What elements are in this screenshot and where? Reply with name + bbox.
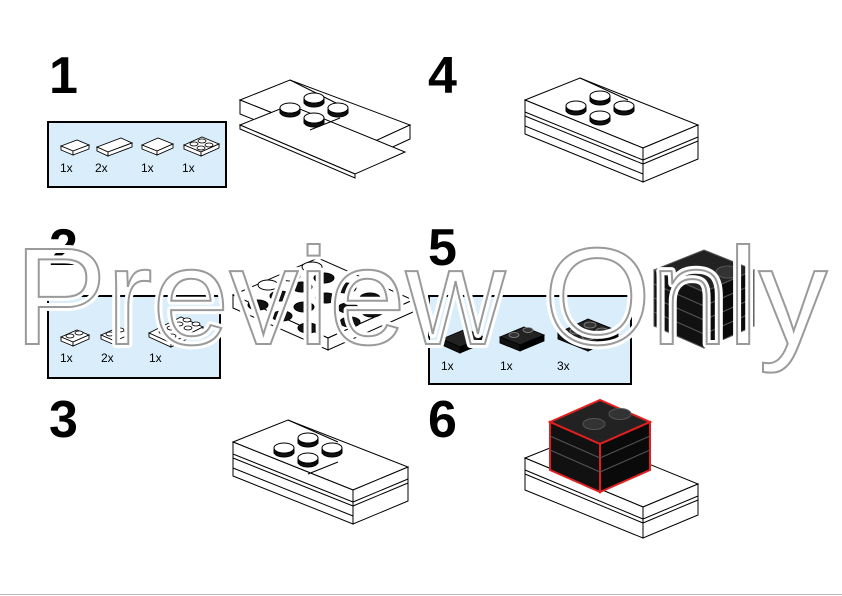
- step-number-1: 1: [49, 47, 78, 105]
- part-quantity: 1x: [60, 161, 73, 175]
- part-quantity: 1x: [149, 351, 162, 365]
- part-quantity: 1x: [500, 359, 513, 373]
- parts-box-step-2: 1x 2x 1x: [47, 295, 221, 379]
- black-plate-1x2-icon: [498, 326, 546, 352]
- part-quantity: 2x: [101, 351, 114, 365]
- step-4-model: [523, 77, 700, 183]
- step-number-4: 4: [428, 47, 457, 105]
- parts-box-step-5: 1x 1x 3x: [428, 295, 632, 385]
- black-plate-2x2-icon: [556, 318, 620, 352]
- plate-2x4-studs-icon: [147, 316, 205, 348]
- step-5-black-stack: [652, 249, 756, 349]
- step-3-model: [231, 419, 410, 525]
- step-number-6: 6: [428, 391, 457, 449]
- step-number-5: 5: [428, 219, 457, 277]
- part-quantity: 3x: [557, 359, 570, 373]
- plate-2x2-studs-icon: [182, 136, 221, 157]
- part-quantity: 1x: [182, 161, 195, 175]
- page-bottom-rule: [0, 594, 842, 595]
- bracket-1x2-icon: [99, 327, 133, 346]
- parts-box-step-1: 1x 2x 1x 1x: [47, 121, 227, 188]
- step-2-model: [231, 257, 415, 351]
- step-number-3: 3: [49, 391, 78, 449]
- black-tile-1x2-icon: [440, 328, 486, 354]
- plate-1x2-studs-icon: [59, 329, 91, 347]
- plate-1x4-icon: [95, 137, 134, 157]
- part-quantity: 1x: [60, 351, 73, 365]
- part-quantity: 2x: [95, 161, 108, 175]
- plate-1x2-icon: [59, 139, 91, 156]
- step-number-2: 2: [49, 219, 78, 277]
- step-6-model: [523, 398, 700, 539]
- plate-2x2-icon: [140, 137, 175, 156]
- step-1-model: [238, 79, 412, 179]
- part-quantity: 1x: [441, 359, 454, 373]
- part-quantity: 1x: [141, 161, 154, 175]
